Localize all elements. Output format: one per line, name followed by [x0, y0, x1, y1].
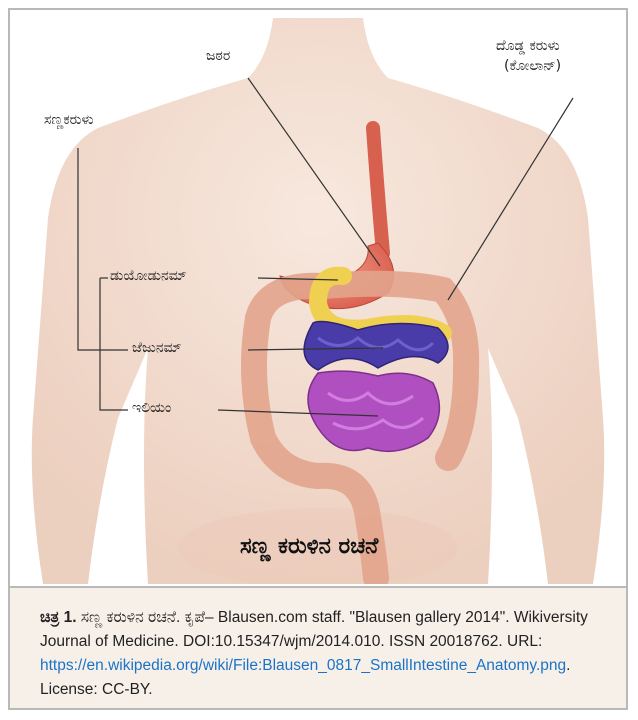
- caption-source-link[interactable]: https://en.wikipedia.org/wiki/File:Blaus…: [40, 657, 566, 674]
- label-stomach: ಜಠರ: [206, 48, 230, 64]
- label-large-intestine: ದೊಡ್ಡ ಕರುಳು: [496, 38, 560, 54]
- label-jejunum: ಜೆಜುನಮ್: [132, 340, 181, 356]
- anatomy-illustration: ಜಠರ ದೊಡ್ಡ ಕರುಳು (ಕೋಲಾನ್) ಸಣ್ಣಕರುಳು ಡುಯೋಡ…: [18, 18, 618, 584]
- caption-text: ಸಣ್ಣ ಕರುಳಿನ ರಚನೆ. ಕೃಪೆ– Blausen.com staf…: [40, 609, 588, 650]
- figure-frame: ಜಠರ ದೊಡ್ಡ ಕರುಳು (ಕೋಲಾನ್) ಸಣ್ಣಕರುಳು ಡುಯೋಡ…: [8, 8, 628, 710]
- torso-diagram: [18, 18, 618, 584]
- caption-label: ಚಿತ್ರ 1.: [40, 609, 77, 626]
- label-duodenum: ಡುಯೋಡುನಮ್: [110, 268, 187, 284]
- ileum: [308, 371, 439, 451]
- figure-caption: ಚಿತ್ರ 1. ಸಣ್ಣ ಕರುಳಿನ ರಚನೆ. ಕೃಪೆ– Blausen…: [10, 586, 626, 708]
- label-ileum: ಇಲಿಯಂ: [132, 400, 171, 416]
- label-small-intestine: ಸಣ್ಣಕರುಳು: [44, 112, 94, 128]
- figure-title: ಸಣ್ಣ ಕರುಳಿನ ರಚನೆ: [240, 534, 378, 559]
- label-colon: (ಕೋಲಾನ್): [504, 58, 561, 74]
